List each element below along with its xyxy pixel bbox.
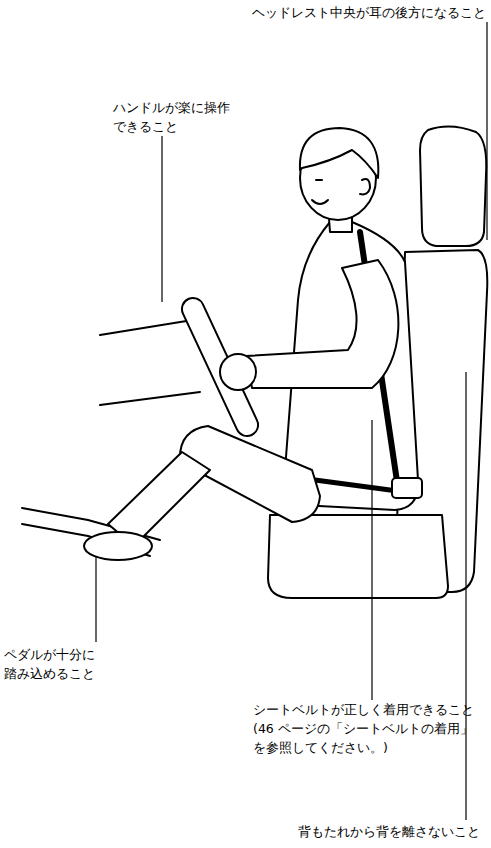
mouth (312, 200, 328, 204)
callout-label: シートベルトが正しく着用できること (46 ページの「シートベルトの着用」 を参… (253, 700, 478, 757)
leader-line (95, 556, 96, 642)
dashboard-line (100, 392, 200, 405)
hand (220, 354, 256, 390)
leader-line (465, 372, 466, 820)
steering-wheel (178, 294, 261, 439)
headrest (420, 126, 486, 246)
ear (360, 179, 370, 194)
callout-label: ヘッドレスト中央が耳の後方になること (252, 3, 486, 22)
leader-line (161, 136, 162, 302)
seatbelt-buckle (392, 478, 422, 498)
leader-line (371, 420, 372, 700)
eye (316, 179, 322, 181)
callout-label: ハンドルが楽に操作 できること (113, 98, 232, 136)
seat-cushion (268, 515, 448, 598)
callout-label: ペダルが十分に 踏み込めること (4, 645, 98, 683)
hair (300, 128, 378, 178)
foot (84, 532, 152, 560)
arm (246, 260, 398, 388)
callout-label: 背もたれから背を離さないこと (298, 822, 480, 841)
leader-line (486, 22, 487, 240)
